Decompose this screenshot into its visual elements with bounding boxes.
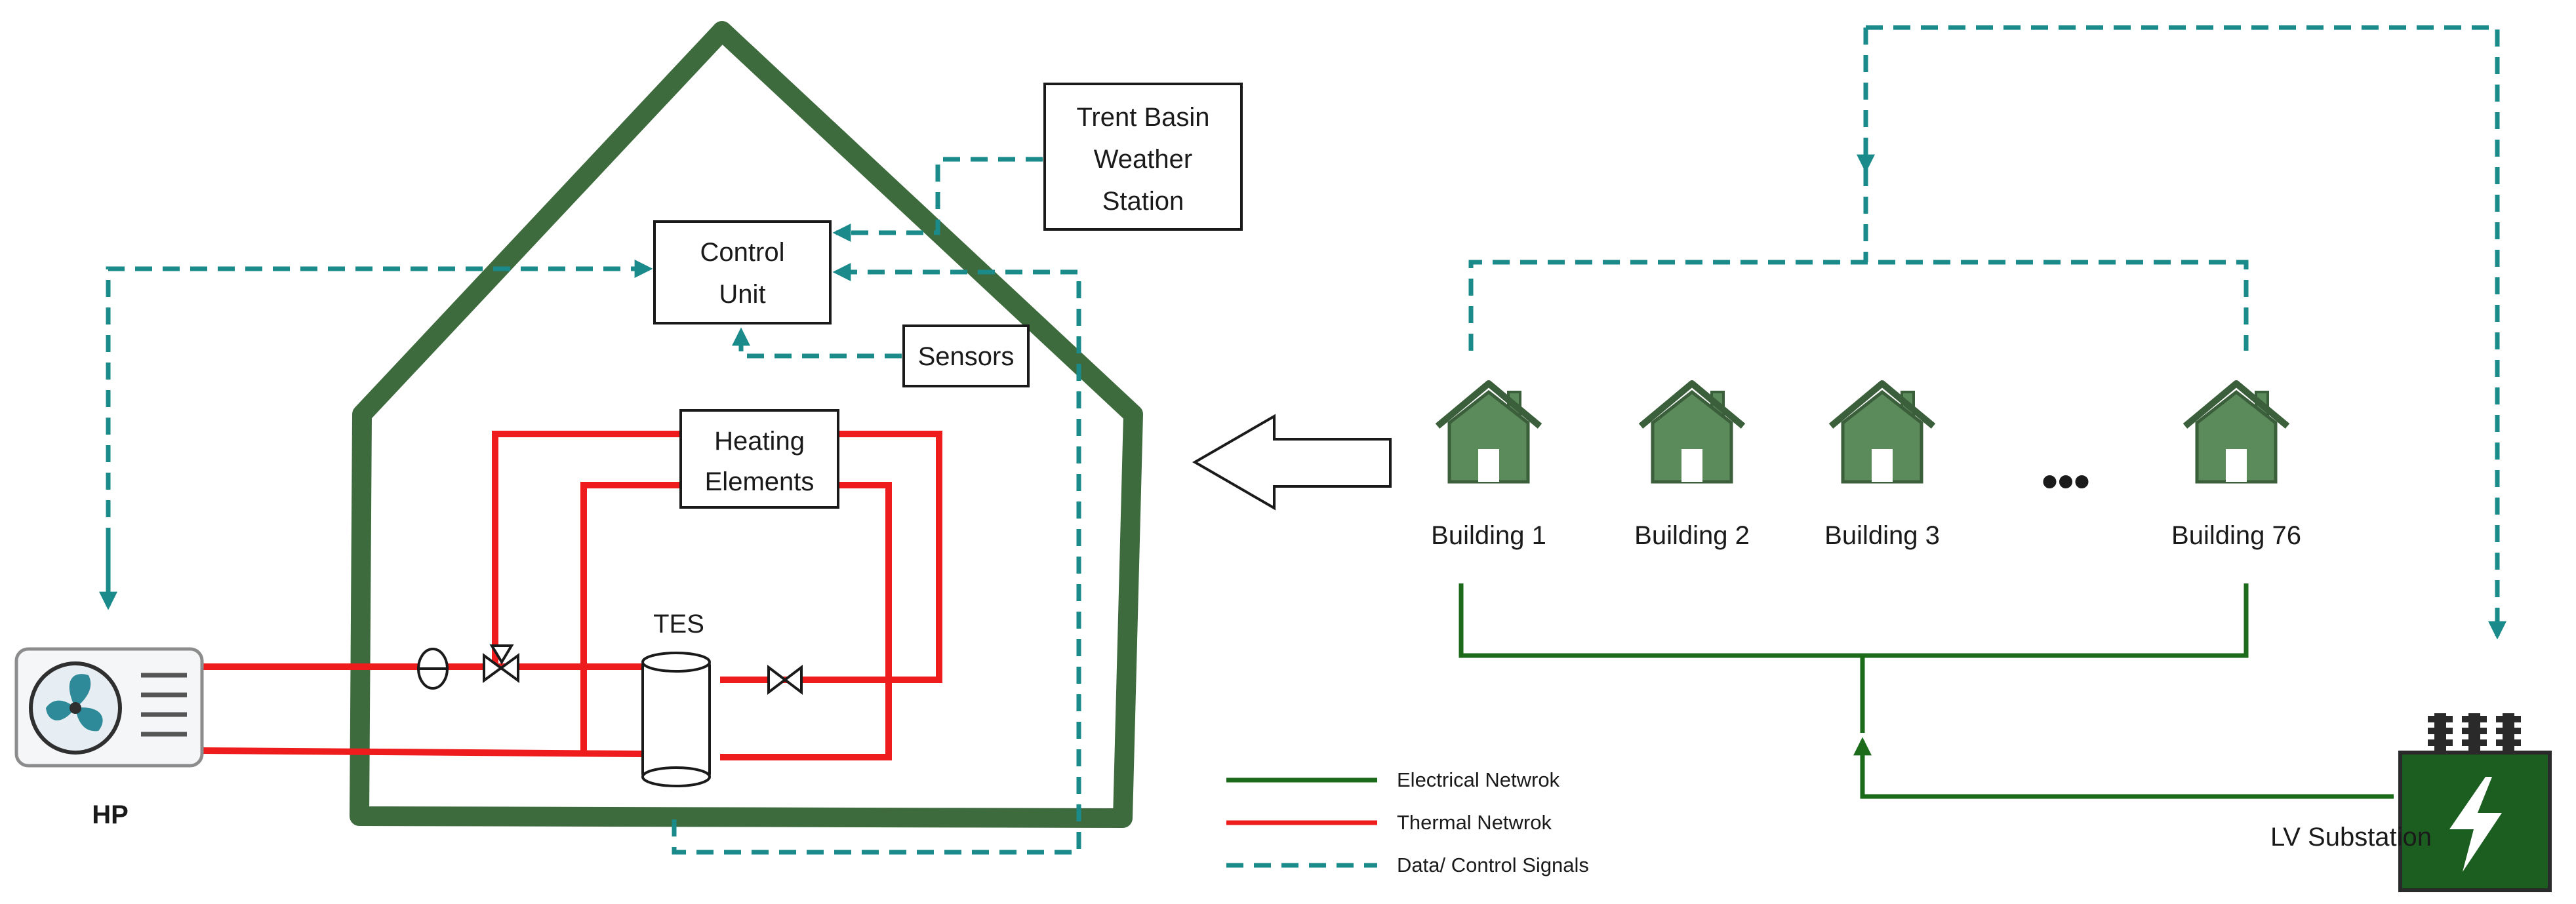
building-2: Building 2	[1634, 380, 1750, 550]
control-unit-box: Control Unit	[653, 220, 832, 324]
heating-elements-box: Heating Elements	[679, 409, 839, 509]
building-1: Building 1	[1431, 380, 1546, 550]
house-icon	[2183, 380, 2290, 484]
valve-icon	[767, 664, 803, 696]
house-icon	[1828, 380, 1936, 484]
legend: Electrical Netwrok Thermal Netwrok Data/…	[1226, 768, 1589, 876]
building-label: Building 1	[1431, 521, 1546, 550]
lv-substation: LV Substation	[2270, 713, 2552, 892]
house-outline	[350, 21, 1143, 828]
buildings-ellipsis: •••	[2042, 456, 2090, 507]
data-line-buildings-bus	[1468, 169, 2249, 351]
buildings-row: Building 1 Building 2 Building 3 Building 7…	[1431, 380, 2301, 550]
house-icon	[1638, 380, 1746, 484]
thermal-loop-inner	[203, 482, 892, 760]
building-3: Building 3	[1824, 380, 1940, 550]
lightning-icon	[2449, 777, 2502, 872]
building-label: Building 3	[1824, 521, 1940, 550]
insulator-icon	[2428, 713, 2521, 751]
heat-pump: HP	[14, 647, 204, 829]
weather-station-label-2: Weather	[1094, 145, 1192, 174]
electrical-bus	[1459, 583, 2249, 658]
house-icon	[1435, 380, 1542, 484]
hollow-left-arrow-icon	[1192, 414, 1392, 511]
data-line-weather	[832, 157, 1043, 242]
heating-elements-label-1: Heating	[714, 427, 805, 456]
legend-label-thermal: Thermal Netwrok	[1397, 811, 1552, 834]
weather-station-label-3: Station	[1102, 187, 1184, 216]
data-line-to-hp	[106, 260, 653, 600]
lv-substation-label: LV Substation	[2270, 823, 2432, 852]
hp-label: HP	[92, 800, 129, 829]
house-roof-and-walls	[350, 21, 1143, 828]
building-label: Building 76	[2171, 521, 2301, 550]
fan-icon	[29, 661, 122, 755]
control-unit-label-1: Control	[700, 238, 785, 267]
tes-label: TES	[653, 610, 704, 639]
weather-station-box: Trent Basin Weather Station	[1043, 83, 1243, 231]
pump-icon	[417, 648, 449, 690]
data-signals-left	[99, 157, 1081, 855]
legend-label-data: Data/ Control Signals	[1397, 854, 1589, 876]
sensors-box: Sensors	[902, 324, 1030, 387]
valve-icon	[483, 644, 519, 683]
electrical-feed-line	[1853, 737, 2394, 799]
heating-elements-label-2: Elements	[705, 467, 815, 496]
weather-station-label-1: Trent Basin	[1076, 103, 1209, 132]
tes-tank: TES	[641, 610, 711, 787]
data-signals-right	[1468, 25, 2506, 640]
electrical-network	[1459, 583, 2394, 799]
legend-label-electrical: Electrical Netwrok	[1397, 768, 1560, 791]
building-4: Building 76	[2171, 380, 2301, 550]
control-unit-label-2: Unit	[719, 280, 765, 309]
data-line-sensors	[732, 327, 902, 359]
sensors-label: Sensors	[918, 342, 1015, 371]
building-label: Building 2	[1634, 521, 1750, 550]
